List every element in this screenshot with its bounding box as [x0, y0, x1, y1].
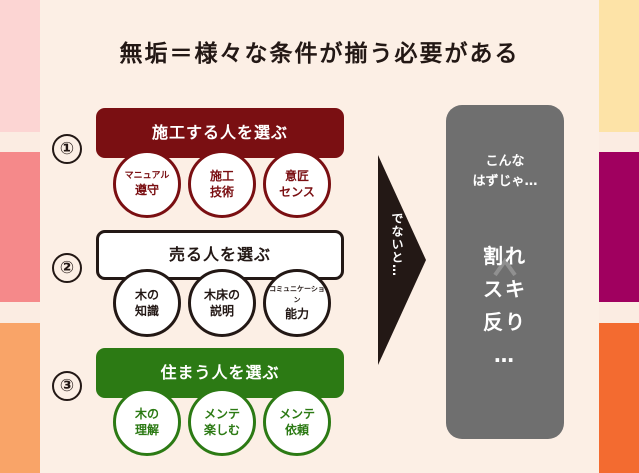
- row-2-label: 売る人を選ぶ: [168, 245, 271, 264]
- row-1-number: ①: [52, 134, 82, 164]
- row-2-circle-2-line1: 木床の: [203, 288, 240, 302]
- right-strip-top: [599, 0, 639, 132]
- row-1-circle-2-line2: 技術: [209, 185, 234, 199]
- row-3-circle-3-line2: 依頼: [284, 423, 309, 437]
- row-3-circle-2: メンテ 楽しむ: [188, 388, 256, 456]
- row-1-circle-1: マニュアル 遵守: [113, 150, 181, 218]
- row-1-circle-2-line1: 施工: [209, 169, 234, 183]
- left-strip-middle: [0, 152, 40, 302]
- row-2-circle-2-line2: 説明: [209, 304, 234, 318]
- row-2-circle-1: 木の 知識: [113, 269, 181, 337]
- result-problem-2: スキ: [483, 277, 527, 301]
- result-panel: こんな はずじゃ… 割れ スキ 反り …: [446, 105, 564, 439]
- row-3-circle-1-line2: 理解: [134, 423, 159, 437]
- row-3-circle-1: 木の 理解: [113, 388, 181, 456]
- row-2-circle-3-line1: コミュニケーション: [269, 285, 325, 304]
- row-2-circle-3: コミュニケーション 能力: [263, 269, 331, 337]
- row-3-number: ③: [52, 371, 82, 401]
- row-2-circle-2: 木床の 説明: [188, 269, 256, 337]
- row-1-circle-3: 意匠 センス: [263, 150, 331, 218]
- result-problem-4: …: [494, 343, 516, 367]
- arrow-label: でないと…: [390, 212, 404, 277]
- right-arrow-icon: [378, 155, 426, 365]
- row-1-circle-3-line1: 意匠: [284, 169, 309, 183]
- row-2-circle-1-line2: 知識: [134, 304, 159, 318]
- row-1-label: 施工する人を選ぶ: [151, 123, 288, 142]
- chevron-up-icon: [493, 257, 517, 277]
- row-1-circle-3-line2: センス: [279, 185, 315, 199]
- row-1-circle-2: 施工 技術: [188, 150, 256, 218]
- result-problem-3: 反り: [483, 310, 527, 334]
- right-strip-middle: [599, 152, 639, 302]
- row-3-circle-3: メンテ 依頼: [263, 388, 331, 456]
- row-3-circle-2-line2: 楽しむ: [203, 423, 240, 437]
- result-subtitle: こんな はずじゃ…: [446, 152, 564, 192]
- row-2-circle-3-line2: 能力: [284, 307, 309, 321]
- left-strip-bottom: [0, 323, 40, 473]
- row-1-box: 施工する人を選ぶ: [96, 108, 344, 158]
- result-subtitle-line2: はずじゃ…: [472, 174, 538, 189]
- row-3-label: 住まう人を選ぶ: [160, 363, 280, 382]
- row-1-circle-1-line2: 遵守: [134, 183, 159, 197]
- row-2-circle-1-line1: 木の: [134, 288, 159, 302]
- left-strip-top: [0, 0, 40, 132]
- right-strip-bottom: [599, 323, 639, 473]
- row-3-circle-1-line1: 木の: [134, 407, 159, 421]
- result-problem-1: 割れ: [483, 244, 527, 268]
- row-2-number: ②: [52, 253, 82, 283]
- row-1-circle-1-line1: マニュアル: [124, 171, 170, 181]
- row-3-circle-2-line1: メンテ: [203, 407, 240, 421]
- result-problems: 割れ スキ 反り …: [446, 240, 564, 372]
- row-3-circle-3-line1: メンテ: [278, 407, 315, 421]
- result-subtitle-line1: こんな: [485, 154, 525, 169]
- diagram-title: 無垢＝様々な条件が揃う必要がある: [119, 41, 520, 67]
